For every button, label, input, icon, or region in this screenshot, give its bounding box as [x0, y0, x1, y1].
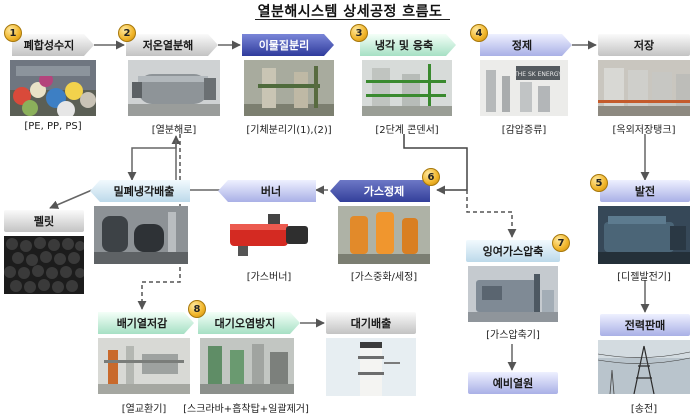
- step-power-sales-label: 전력판매: [624, 319, 666, 332]
- step-gas-refining-caption: [가스중화/세정]: [350, 272, 418, 283]
- cooling-discharge-photo: [94, 206, 188, 264]
- step-pyrolysis-banner: 저온열분해: [126, 34, 218, 56]
- step-exhaust-heat-caption: [열교환기]: [121, 404, 167, 415]
- step-cooling-label: 냉각 및 응축: [374, 39, 434, 52]
- arrow-cooling-discharge-to-pellet: [49, 189, 93, 209]
- step-exhaust-heat-banner: 배기열저감: [98, 312, 194, 334]
- step-waste-resin-caption: [PE, PP, PS]: [24, 121, 82, 132]
- step-power-badge: 5: [590, 174, 608, 192]
- step-pyrolysis-caption: [열분해로]: [151, 125, 197, 136]
- gas-compressor-photo: [468, 266, 558, 322]
- power-transmission-photo: [598, 340, 690, 394]
- pellet-photo: [4, 236, 84, 294]
- gas-separator-photo: [244, 60, 334, 116]
- step-burner-label: 버너: [260, 185, 282, 198]
- step-gas-refining-banner: 가스정제: [330, 180, 430, 202]
- step-air-pollution-label: 대기오염방지: [214, 317, 276, 330]
- step-pyrolysis-badge: 2: [118, 24, 136, 42]
- step-storage-label: 저장: [633, 39, 655, 52]
- step-refining-caption: [감압증류]: [501, 125, 547, 136]
- step-air-pollution-caption: [스크라바+흡착탑+일괄제거]: [183, 404, 309, 415]
- vacuum-distillation-photo: THE SK ENERGY: [480, 60, 568, 116]
- step-cooling-banner: 냉각 및 응축: [360, 34, 456, 56]
- step-surplus-gas-label: 잉여가스압축: [482, 245, 544, 258]
- step-air-discharge-label: 대기배출: [350, 317, 392, 330]
- watermark-text: THE SK ENERGY: [513, 71, 562, 78]
- step-pyrolysis-label: 저온열분해: [142, 39, 194, 52]
- heat-exchanger-photo: [98, 338, 190, 394]
- diesel-generator-photo: [598, 206, 690, 264]
- waste-resin-photo: [10, 60, 96, 116]
- pyrolysis-furnace-photo: [128, 60, 220, 116]
- step-power-caption: [디젤발전기]: [617, 272, 671, 283]
- stack-photo: [326, 338, 416, 396]
- gas-burner-photo: [224, 206, 314, 264]
- step-cooling-discharge-banner: 밀폐냉각배출: [90, 180, 190, 202]
- step-gas-refining-badge: 6: [422, 168, 440, 186]
- step-cooling-discharge-label: 밀폐냉각배출: [113, 185, 175, 198]
- step-refining-banner: 정제: [480, 34, 572, 56]
- step-waste-resin-label: 폐합성수지: [23, 39, 75, 52]
- step-power-banner: 발전: [600, 180, 690, 202]
- step-pellet-banner: 펠릿: [4, 210, 84, 232]
- step-cooling-badge: 3: [350, 24, 368, 42]
- step-air-pollution-banner: 대기오염방지: [198, 312, 300, 334]
- scrubber-system-photo: [200, 338, 294, 394]
- step-waste-resin-banner: 폐합성수지: [12, 34, 94, 56]
- step-spare-heat-banner: 예비열원: [468, 372, 558, 394]
- step-burner-banner: 버너: [218, 180, 316, 202]
- step-pellet-label: 펠릿: [33, 215, 55, 228]
- step-exhaust-heat-label: 배기열저감: [116, 317, 168, 330]
- step-surplus-gas-caption: [가스압축기]: [486, 330, 540, 341]
- step-power-sales-banner: 전력판매: [600, 314, 690, 336]
- step-impurity-separation-banner: 이물질분리: [242, 34, 334, 56]
- step-storage-caption: [옥외저장탱크]: [612, 125, 676, 136]
- step-spare-heat-label: 예비열원: [492, 377, 534, 390]
- step-power-label: 발전: [634, 185, 656, 198]
- step-power-sales-caption: [송전]: [630, 404, 658, 415]
- step-impurity-separation-caption: [기체분리기(1),(2)]: [246, 125, 332, 136]
- arrow-condenser-to-gas-refining: [403, 134, 468, 195]
- step-refining-label: 정제: [511, 39, 533, 52]
- step-burner-caption: [가스버너]: [246, 272, 292, 283]
- step-waste-resin-badge: 1: [4, 24, 22, 42]
- diagram-title: 열분해시스템 상세공정 흐름도: [257, 4, 443, 20]
- step-cooling-caption: [2단계 콘덴서]: [375, 125, 439, 136]
- step-surplus-gas-banner: 잉여가스압축: [466, 240, 560, 262]
- arrow-condenser-to-surplus-gas: [466, 190, 517, 238]
- step-air-pollution-badge: 8: [188, 300, 206, 318]
- step-surplus-gas-badge: 7: [552, 234, 570, 252]
- step-storage-banner: 저장: [598, 34, 690, 56]
- step-gas-refining-label: 가스정제: [363, 185, 405, 198]
- title-underline: [255, 19, 450, 20]
- step-impurity-separation-label: 이물질분리: [258, 39, 310, 52]
- storage-tank-photo: [598, 60, 690, 116]
- gas-scrubber-photo: [338, 206, 430, 264]
- step-refining-badge: 4: [470, 24, 488, 42]
- condenser-photo: [362, 60, 452, 116]
- step-air-discharge-banner: 대기배출: [326, 312, 416, 334]
- arrow-pyrolysis-to-cooling-discharge: [127, 140, 177, 181]
